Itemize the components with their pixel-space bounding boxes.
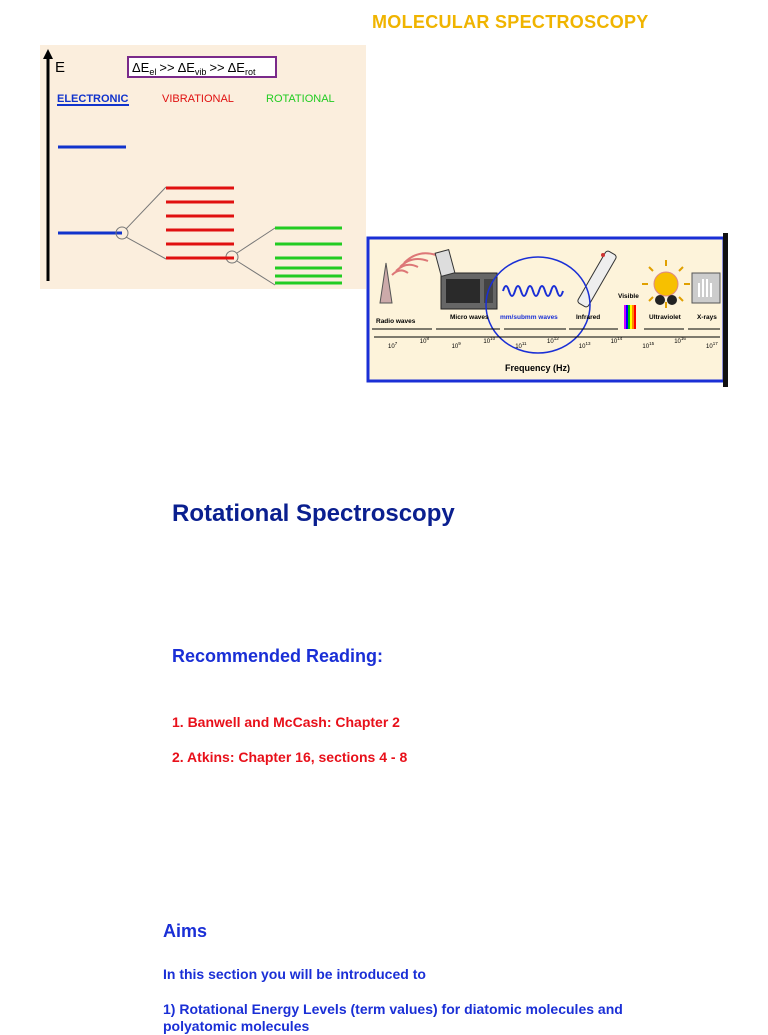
connector-line [125, 186, 167, 230]
aims-heading: Aims [163, 921, 208, 941]
xray-hand-icon [691, 272, 721, 304]
region-label-visible: Visible [618, 293, 639, 300]
rotational-region-highlight [485, 256, 591, 354]
frequency-tick-label: 109 [452, 341, 462, 350]
frequency-tick-label: 1014 [611, 336, 623, 345]
frequency-tick-label: 1016 [674, 336, 686, 345]
connector-line [236, 260, 276, 286]
vibrational-levels [166, 186, 234, 260]
spectrum-edge-bar [723, 233, 728, 387]
region-label-infrared: Infrared [576, 314, 600, 321]
spectrum-region-labels: Radio waves Micro waves mm/submm waves I… [376, 293, 717, 325]
connector-line [125, 236, 167, 260]
frequency-tick-label: 1017 [706, 341, 718, 350]
region-label-xrays: X-rays [697, 314, 717, 321]
aims-intro: In this section you will be introduced t… [163, 966, 426, 982]
reading-item: 1. Banwell and McCash: Chapter 2 [172, 714, 400, 730]
frequency-tick-label: 107 [388, 341, 398, 350]
connector-line [236, 227, 276, 254]
remote-control-icon [577, 250, 617, 308]
frequency-tick-label: 1012 [547, 336, 559, 345]
frequency-tick-label: 1015 [642, 341, 654, 350]
aims-list-item: 1) Rotational Energy Levels (term values… [163, 1001, 623, 1034]
electronic-expansion-circle [115, 226, 129, 240]
region-label-radio: Radio waves [376, 318, 416, 325]
energy-relation-box [127, 56, 277, 78]
electronic-label: ELECTRONIC [57, 93, 129, 105]
submm-wave-icon [502, 285, 564, 297]
electromagnetic-spectrum-diagram: Radio waves Micro waves mm/submm waves I… [366, 233, 728, 387]
vibrational-label: VIBRATIONAL [162, 93, 234, 105]
recommended-reading-heading: Recommended Reading: [172, 646, 384, 666]
level-connectors [115, 186, 276, 286]
spectrum-frame [366, 236, 726, 383]
rotational-label: ROTATIONAL [266, 93, 335, 105]
energy-diagram-background [40, 45, 366, 289]
rotational-levels [275, 226, 342, 285]
frequency-tick-label: 1010 [483, 336, 495, 345]
frequency-tick-label: 108 [420, 336, 430, 345]
energy-level-diagram: E ΔEel>>ΔEvib>>ΔErot ELECTRONIC VIBRATIO… [40, 45, 366, 289]
frequency-tick-label: 1013 [579, 341, 591, 350]
energy-axis-arrow-icon [43, 49, 53, 59]
page-header-title: MOLECULAR SPECTROSCOPY [372, 12, 649, 32]
sun-sunglasses-icon [642, 260, 690, 308]
frequency-tick-labels: 107 108 109 1010 1011 1012 1013 1014 1015 1016 101… [388, 336, 718, 350]
frequency-axis-label: Frequency (Hz) [505, 363, 570, 373]
electronic-levels [58, 145, 126, 235]
region-label-mm-submm: mm/submm waves [500, 314, 558, 321]
energy-axis-label: E [55, 59, 65, 76]
energy-relation-text: ΔEel>>ΔEvib>>ΔErot [132, 60, 256, 77]
visible-spectrum-icon [624, 305, 636, 329]
reading-item: 2. Atkins: Chapter 16, sections 4 - 8 [172, 749, 408, 765]
frequency-tick-label: 1011 [515, 341, 527, 350]
region-label-micro: Micro waves [450, 314, 489, 321]
microwave-oven-icon [434, 248, 498, 310]
region-label-ultraviolet: Ultraviolet [649, 314, 682, 321]
radio-waves-icon [379, 252, 437, 304]
section-title: Rotational Spectroscopy [172, 500, 455, 527]
